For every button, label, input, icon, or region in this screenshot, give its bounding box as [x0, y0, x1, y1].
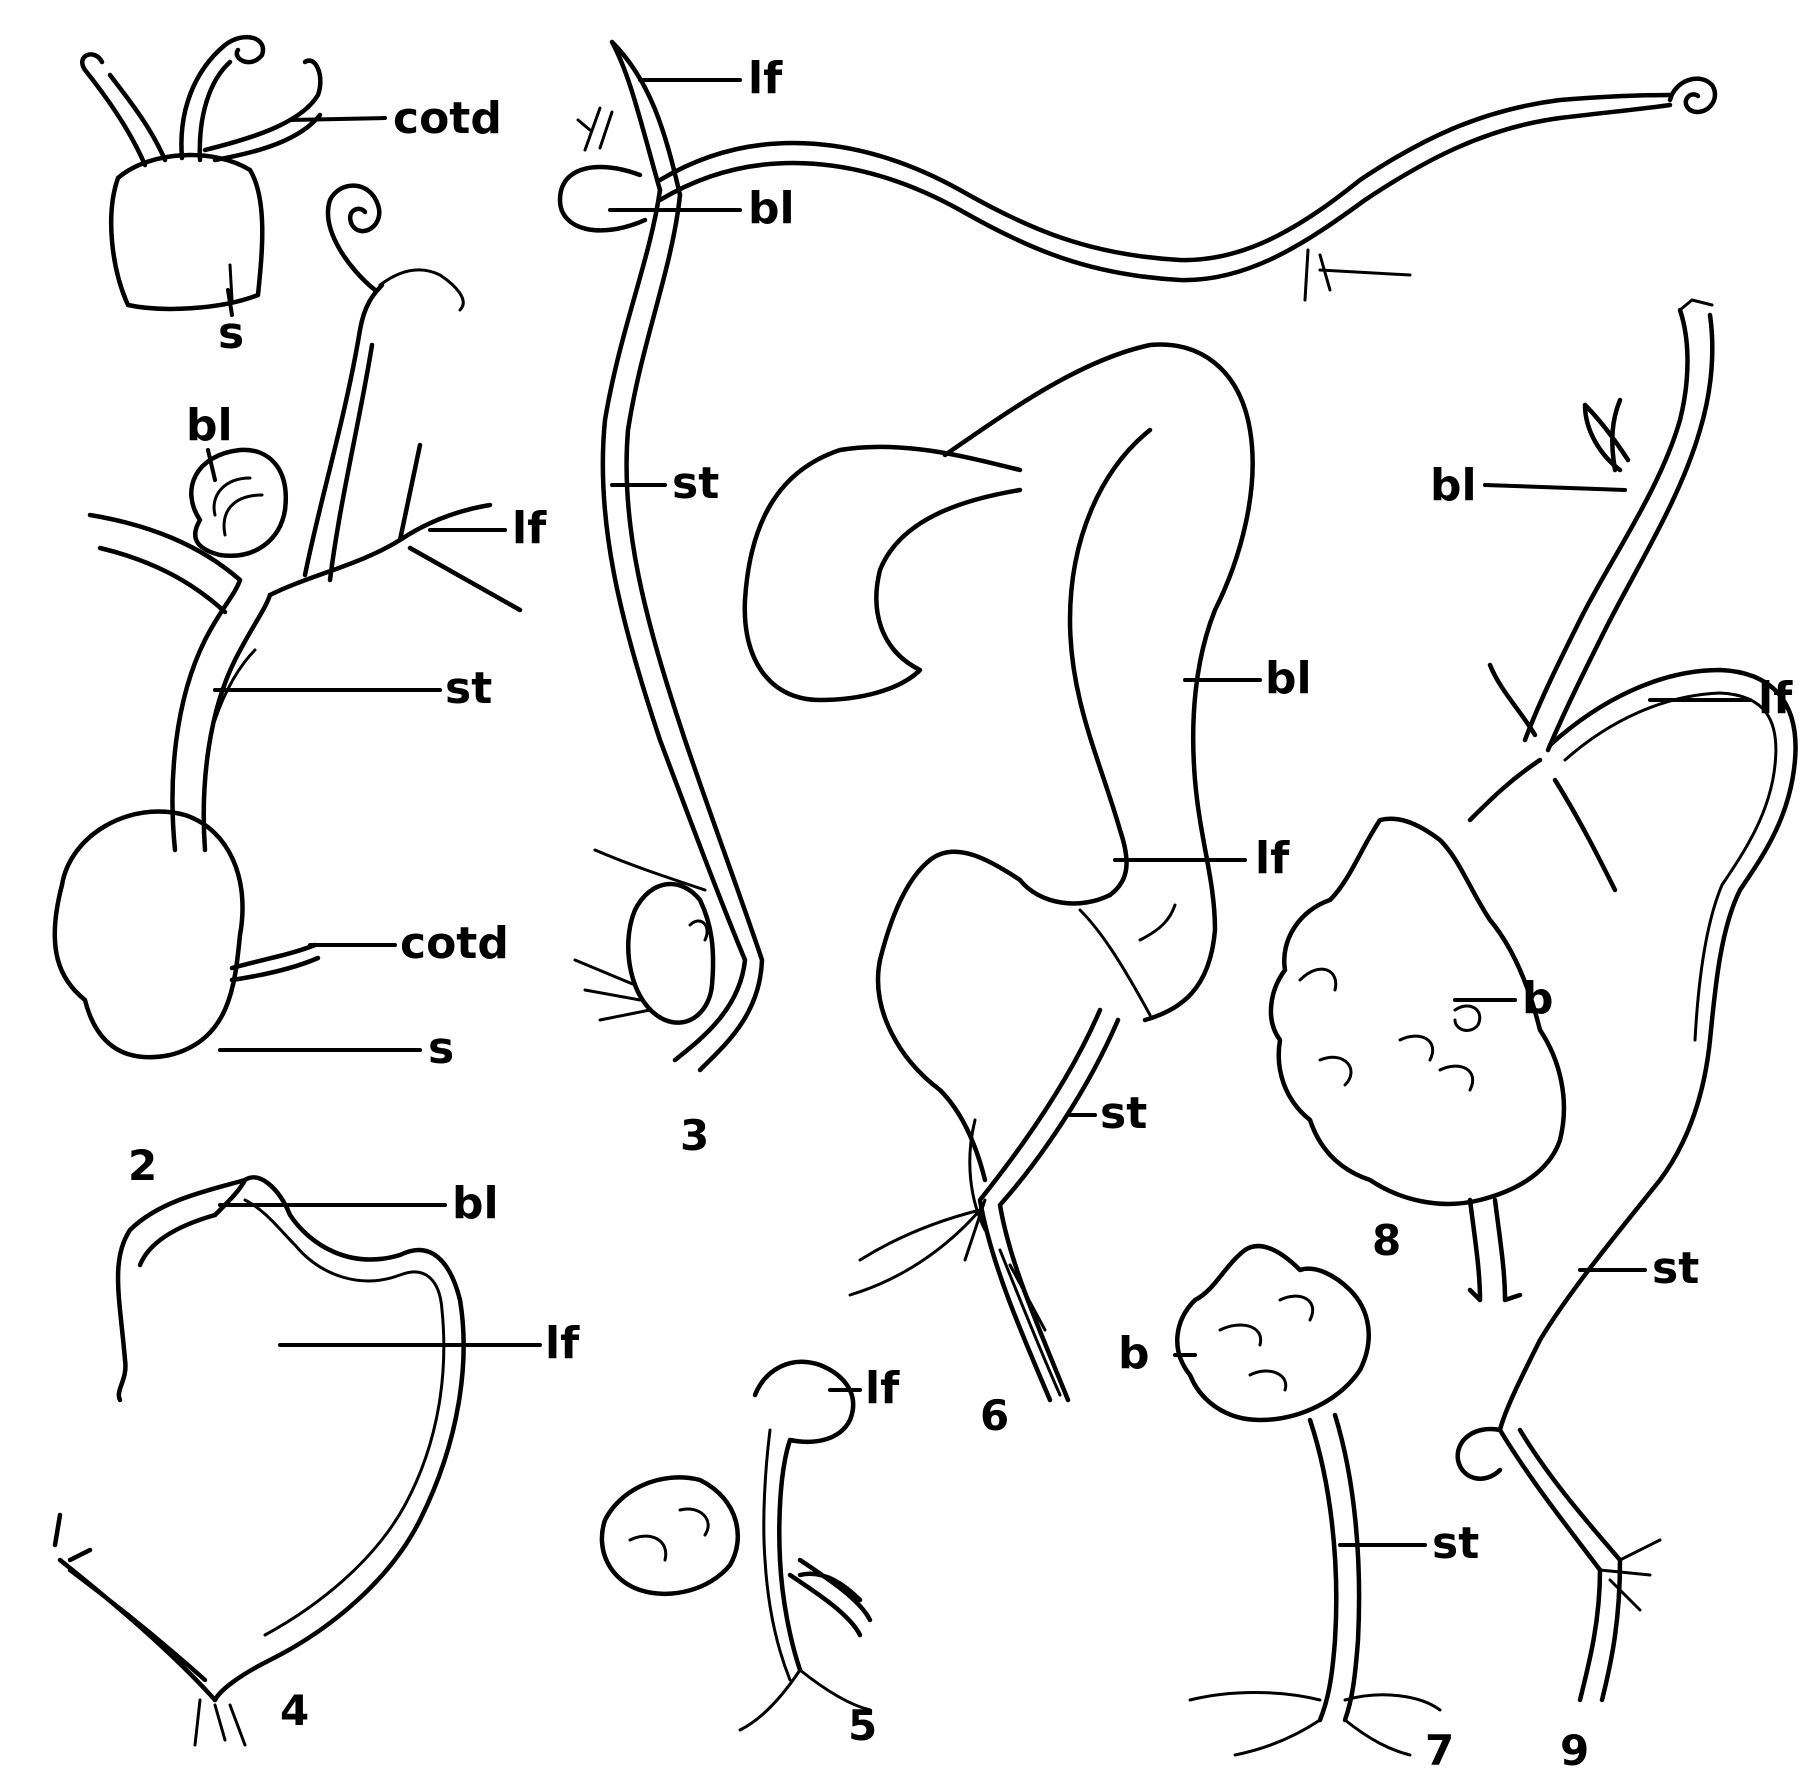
bulbil-fig2 — [191, 450, 285, 556]
figure-number-9: 9 — [1560, 1726, 1589, 1771]
branch-right-fig2 — [270, 445, 520, 610]
figure-2 — [55, 37, 520, 1057]
label-lf-fig4: lf — [545, 1318, 580, 1369]
figure-5 — [602, 1362, 870, 1730]
upper-axis-fig9 — [1525, 310, 1712, 750]
label-cotd-fig2-lower: cotd — [400, 918, 509, 969]
figure-number-6: 6 — [980, 1391, 1009, 1440]
coiled-tip-fig2 — [328, 186, 379, 290]
cotyledon-upper-right — [205, 61, 320, 160]
figure-8 — [1271, 819, 1564, 1300]
lower-stem-fig9 — [1500, 1430, 1620, 1700]
stem-fig7 — [1310, 1415, 1359, 1720]
label-st-fig2: st — [445, 663, 492, 714]
figure-7 — [1177, 1246, 1440, 1755]
label-st-fig6: st — [1100, 1088, 1147, 1139]
figure-number-3: 3 — [680, 1111, 709, 1160]
figure-number-8: 8 — [1372, 1216, 1401, 1265]
label-b-fig7: b — [1118, 1328, 1150, 1379]
label-bl-fig2: bl — [186, 400, 233, 451]
bulbil-top-fig3 — [560, 167, 645, 230]
cluster-outline-fig8 — [1271, 819, 1564, 1204]
label-s-fig2-lower: s — [428, 1023, 454, 1074]
label-bl-fig9: bl — [1430, 460, 1477, 511]
label-s-fig2-upper: s — [218, 308, 244, 359]
arm-fig5 — [790, 1560, 870, 1635]
leader-lines — [208, 80, 1750, 1545]
label-lf-fig9: lf — [1758, 673, 1793, 724]
figure-numbers: 2 3 4 5 6 7 8 9 — [128, 1111, 1589, 1771]
labels: cotd s bl lf st cotd s lf bl st bl lf st… — [186, 53, 1793, 1569]
bulbil-bottom-fig9 — [1458, 1429, 1500, 1479]
label-cotd-fig2-upper: cotd — [393, 93, 502, 144]
label-b-fig8: b — [1522, 973, 1554, 1024]
figure-3 — [560, 42, 1715, 1070]
bulbil-fig9 — [1585, 400, 1628, 470]
stem-fig6 — [980, 1010, 1118, 1400]
left-arm-fig4 — [118, 1180, 245, 1400]
stem-fig2 — [173, 580, 270, 850]
branch-left-fig2 — [90, 515, 240, 612]
seed-upper — [111, 155, 262, 309]
figure-number-2: 2 — [128, 1141, 157, 1190]
cotyledon-lower — [232, 945, 318, 980]
inner-stalk-fig6 — [1070, 430, 1150, 895]
cotyledon-upper-left — [82, 54, 165, 165]
bulbil-bottom-fig3 — [628, 884, 713, 1023]
head-fig7 — [1177, 1246, 1368, 1420]
lower-lobe-fig6 — [878, 852, 1110, 1180]
label-lf-fig6: lf — [1255, 833, 1290, 884]
label-lf-fig3: lf — [748, 53, 783, 104]
outer-lobe-fig6 — [745, 447, 1020, 700]
cotyledon-upper-mid — [181, 37, 263, 160]
arch-fig4 — [215, 1177, 464, 1700]
coil-tip-fig3 — [1670, 79, 1715, 112]
leaf-cluster-fig5 — [602, 1477, 738, 1593]
figure-6 — [745, 344, 1253, 1400]
seed-lower — [55, 811, 243, 1057]
upper-arm-fig6 — [945, 344, 1253, 1020]
plantlet-fig5 — [755, 1362, 853, 1670]
label-bl-fig6: bl — [1265, 653, 1312, 704]
label-lf-fig5: lf — [865, 1363, 900, 1414]
label-bl-fig4: bl — [452, 1178, 499, 1229]
label-st-fig7: st — [1432, 1518, 1479, 1569]
figure-4 — [55, 1177, 464, 1745]
runner-fig3 — [660, 95, 1670, 280]
label-lf-fig2: lf — [512, 503, 547, 554]
figure-number-7: 7 — [1425, 1726, 1454, 1771]
label-bl-fig3: bl — [748, 183, 795, 234]
label-st-fig3: st — [672, 458, 719, 509]
label-st-fig9: st — [1652, 1243, 1699, 1294]
figure-number-5: 5 — [848, 1701, 877, 1750]
arch-fig9 — [1500, 670, 1796, 1430]
figure-number-4: 4 — [280, 1686, 309, 1735]
lower-stem-fig4 — [55, 1515, 215, 1700]
upper-axis-fig2 — [305, 285, 382, 580]
stalk-fig8 — [1470, 1200, 1520, 1300]
